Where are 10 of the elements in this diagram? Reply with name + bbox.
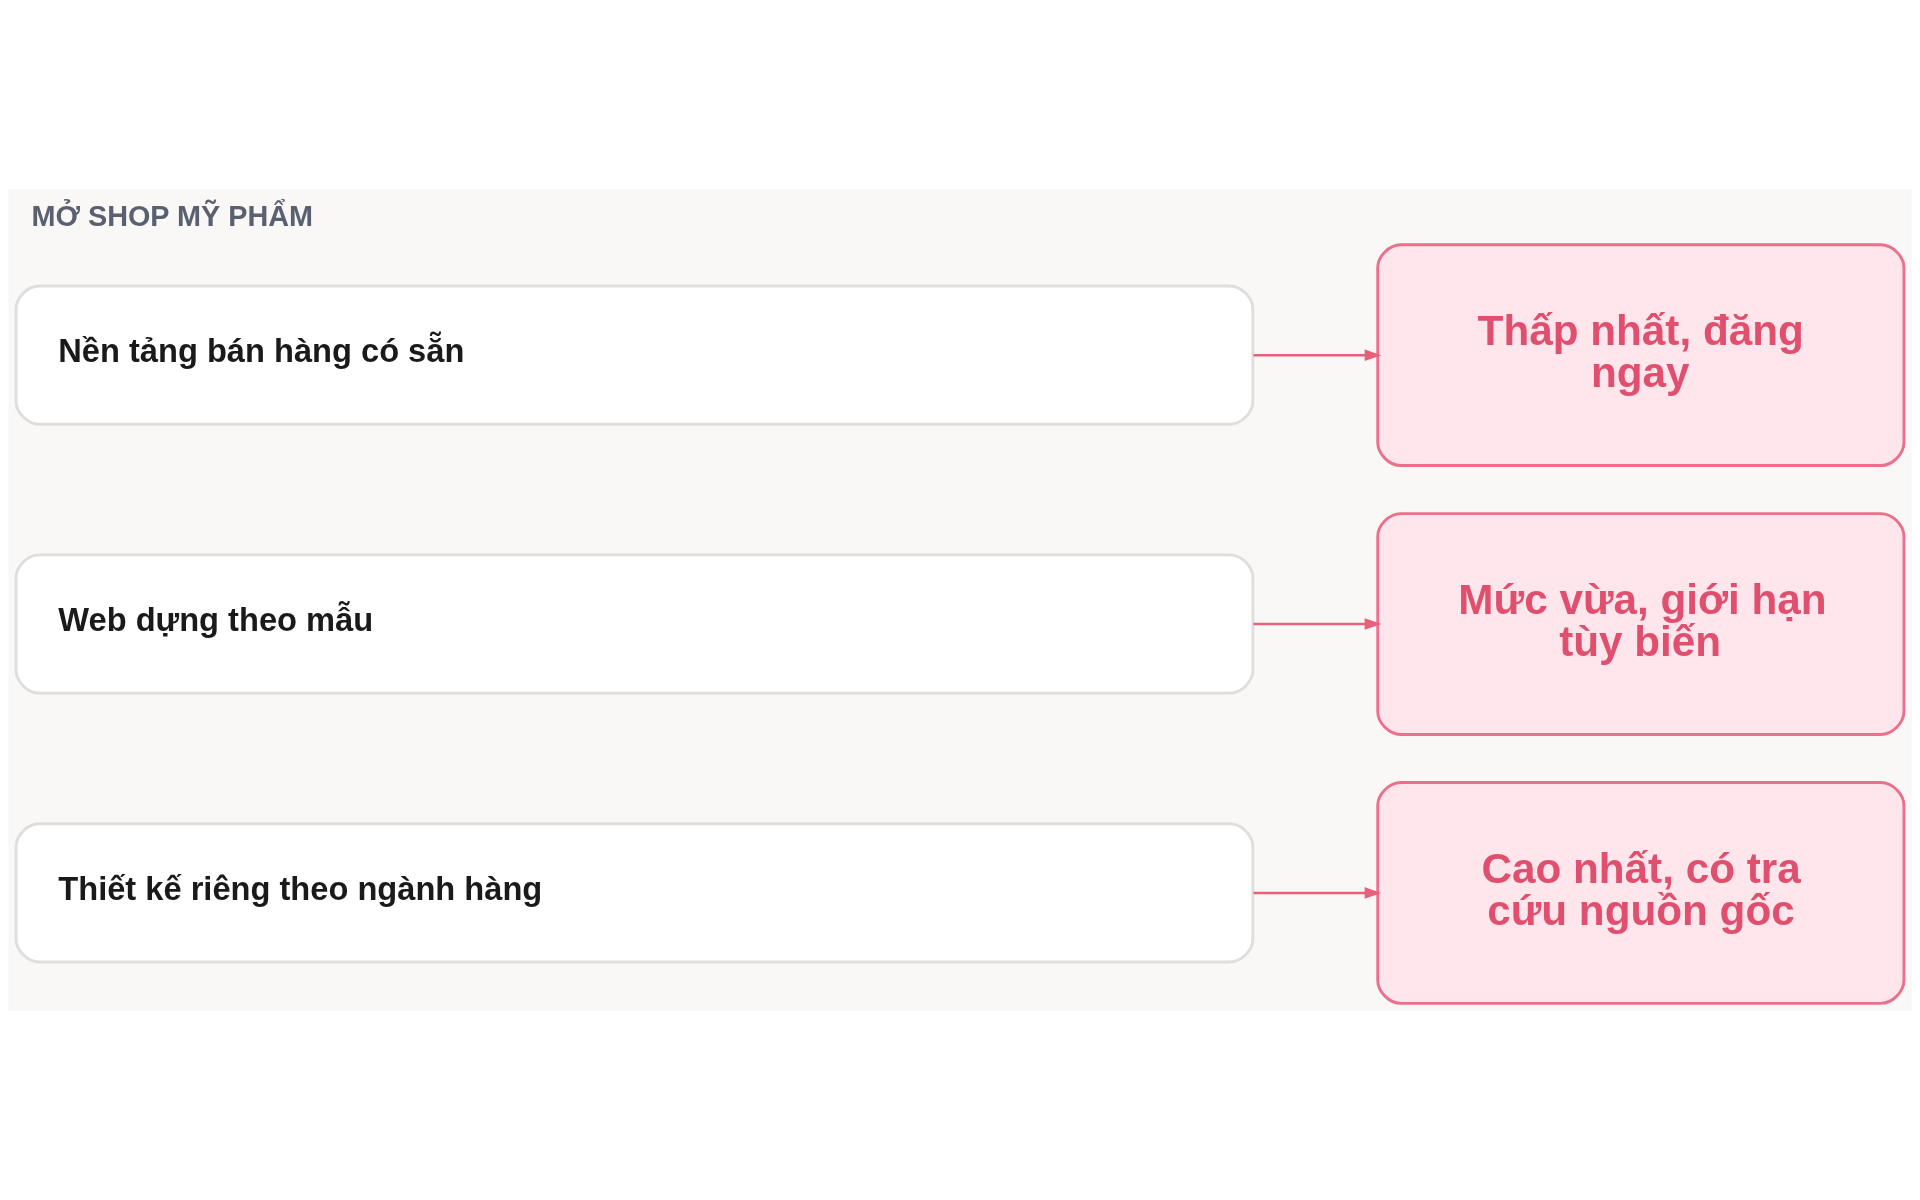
arrow <box>1253 349 1382 361</box>
diagram-title: MỞ SHOP MỸ PHẨM <box>31 199 314 232</box>
arrow <box>1253 887 1382 899</box>
node-box: Thiết kế riêng theo ngành hàng <box>14 822 1255 964</box>
arrow <box>1253 618 1382 630</box>
node-box: Web dựng theo mẫu <box>14 553 1255 695</box>
node-box: Thấp nhất, đăng ngay <box>1376 243 1906 467</box>
node-box: Cao nhất, có tra cứu nguồn gốc <box>1376 781 1906 1005</box>
node-box: Mức vừa, giới hạn tùy biến <box>1376 512 1906 736</box>
node-box: Nền tảng bán hàng có sẵn <box>14 284 1255 426</box>
